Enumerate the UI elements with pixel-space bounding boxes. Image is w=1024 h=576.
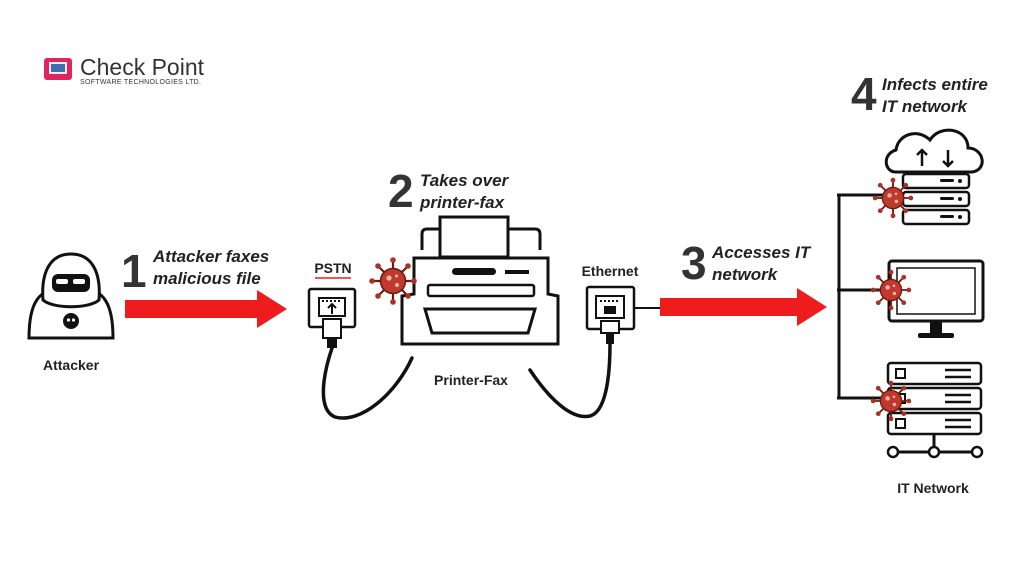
step-4-number: 4 xyxy=(851,68,877,120)
check-point-logo: Check Point SOFTWARE TECHNOLOGIES LTD. xyxy=(44,54,205,86)
step-2-line-1: Takes over xyxy=(420,171,510,190)
ethernet-label: Ethernet xyxy=(582,263,639,279)
arrow-attacker-to-pstn xyxy=(125,290,287,328)
logo-tagline: SOFTWARE TECHNOLOGIES LTD. xyxy=(80,79,201,86)
cloud-server-icon xyxy=(884,128,984,226)
phone-socket-icon xyxy=(307,287,357,348)
pstn-cable xyxy=(321,346,414,420)
ethernet-port-icon xyxy=(585,285,636,344)
step-4: 4 Infects entire IT network xyxy=(851,68,988,120)
step-4-line-2: IT network xyxy=(882,97,969,116)
step-4-line-1: Infects entire xyxy=(882,75,988,94)
pstn-label: PSTN xyxy=(314,260,351,276)
virus-icon-printer xyxy=(368,256,418,306)
printer-fax-icon xyxy=(400,215,560,346)
step-1-line-2: malicious file xyxy=(153,269,261,288)
step-2-number: 2 xyxy=(388,165,414,217)
network-label: IT Network xyxy=(897,480,969,496)
ethernet-cable xyxy=(528,342,612,419)
virus-icon-cloud-server xyxy=(871,176,915,220)
step-1-line-1: Attacker faxes xyxy=(152,247,269,266)
virus-icon-monitor xyxy=(869,268,913,312)
logo-icon xyxy=(44,58,72,80)
step-2: 2 Takes over printer-fax xyxy=(388,165,510,217)
step-1-number: 1 xyxy=(121,245,147,297)
printer-label: Printer-Fax xyxy=(434,372,508,388)
step-3-number: 3 xyxy=(681,237,707,289)
attacker-icon xyxy=(27,252,115,340)
arrow-ethernet-to-network xyxy=(660,288,827,326)
step-2-line-2: printer-fax xyxy=(419,193,506,212)
step-3: 3 Accesses IT network xyxy=(681,237,812,289)
step-1: 1 Attacker faxes malicious file xyxy=(121,245,269,297)
step-3-line-1: Accesses IT xyxy=(711,243,812,262)
attacker-label: Attacker xyxy=(43,357,100,373)
monitor-icon xyxy=(887,259,985,338)
rack-server-icon xyxy=(886,361,984,459)
virus-icon-rack-server xyxy=(869,379,913,423)
step-3-line-2: network xyxy=(712,265,779,284)
logo-name: Check Point xyxy=(80,54,205,80)
